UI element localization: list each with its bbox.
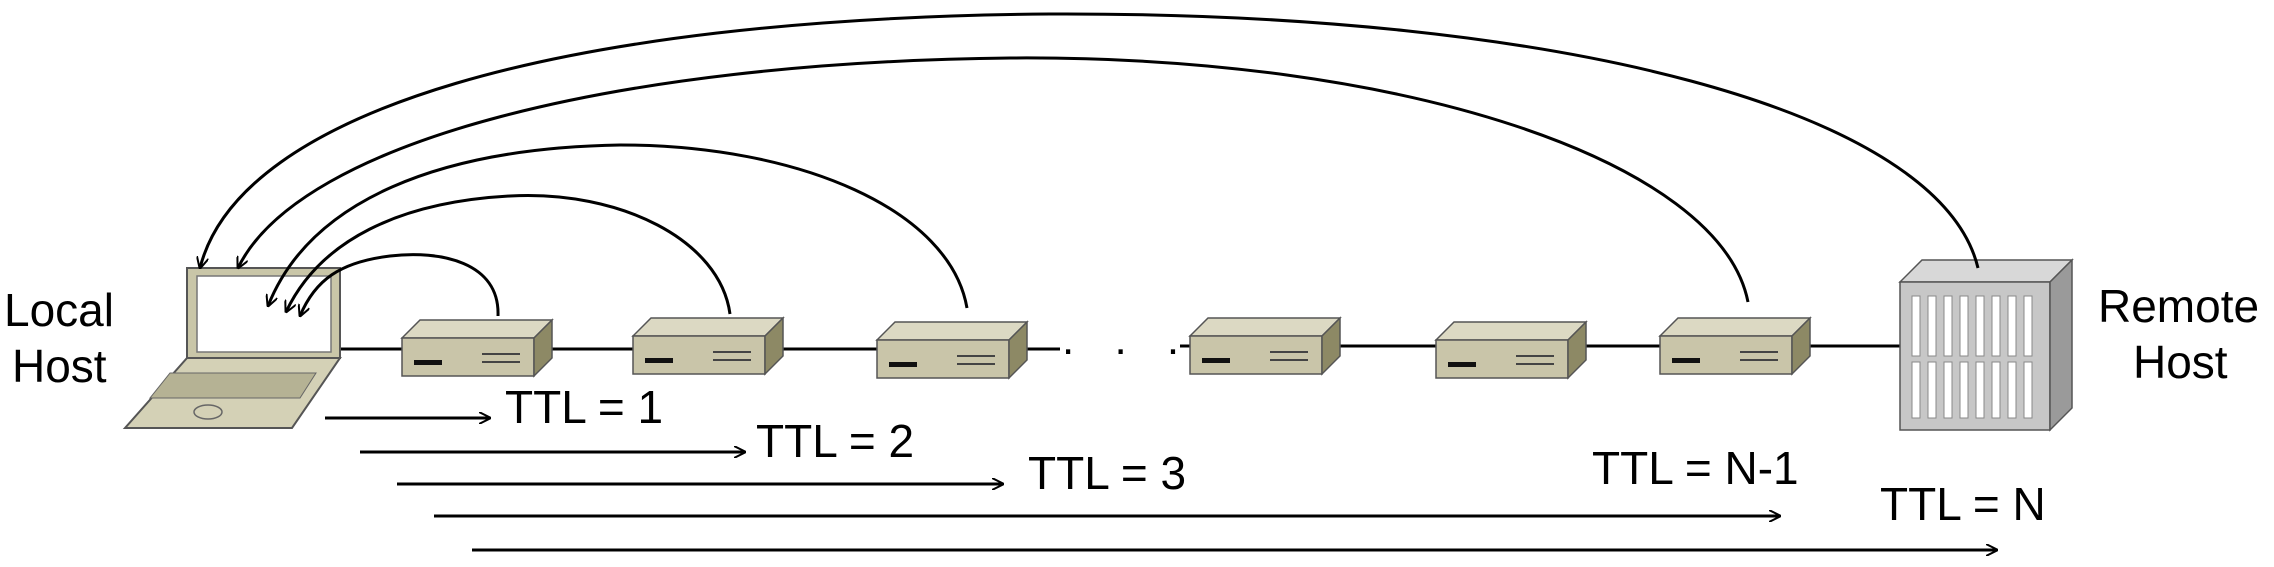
router-icon	[1659, 317, 1811, 375]
router-icon	[1189, 317, 1341, 375]
router-icon	[1435, 321, 1587, 379]
ttl-label-n: TTL = N	[1880, 478, 2046, 530]
laptop-icon	[122, 267, 342, 429]
reply-arc-4	[238, 56, 1750, 303]
reply-arc-5	[200, 12, 1980, 268]
ellipsis: . . .	[1062, 315, 1193, 364]
local-host-label-line2: Host	[12, 340, 107, 392]
reply-arc-2	[286, 194, 732, 314]
router-icon	[632, 317, 784, 375]
ttl-label-2: TTL = 2	[756, 415, 914, 467]
router-icon	[876, 321, 1028, 379]
router-icon	[401, 319, 553, 377]
ttl-label-1: TTL = 1	[505, 381, 663, 433]
remote-host-label-line2: Host	[2133, 336, 2228, 388]
local-host-label-line1: Local	[4, 284, 114, 336]
ttl-label-n-1: TTL = N-1	[1592, 442, 1799, 494]
ttl-label-3: TTL = 3	[1028, 447, 1186, 499]
reply-arc-1	[300, 253, 500, 316]
remote-host-label-line1: Remote	[2098, 280, 2259, 332]
server-icon	[1898, 258, 2074, 432]
reply-arc-3	[268, 143, 969, 308]
